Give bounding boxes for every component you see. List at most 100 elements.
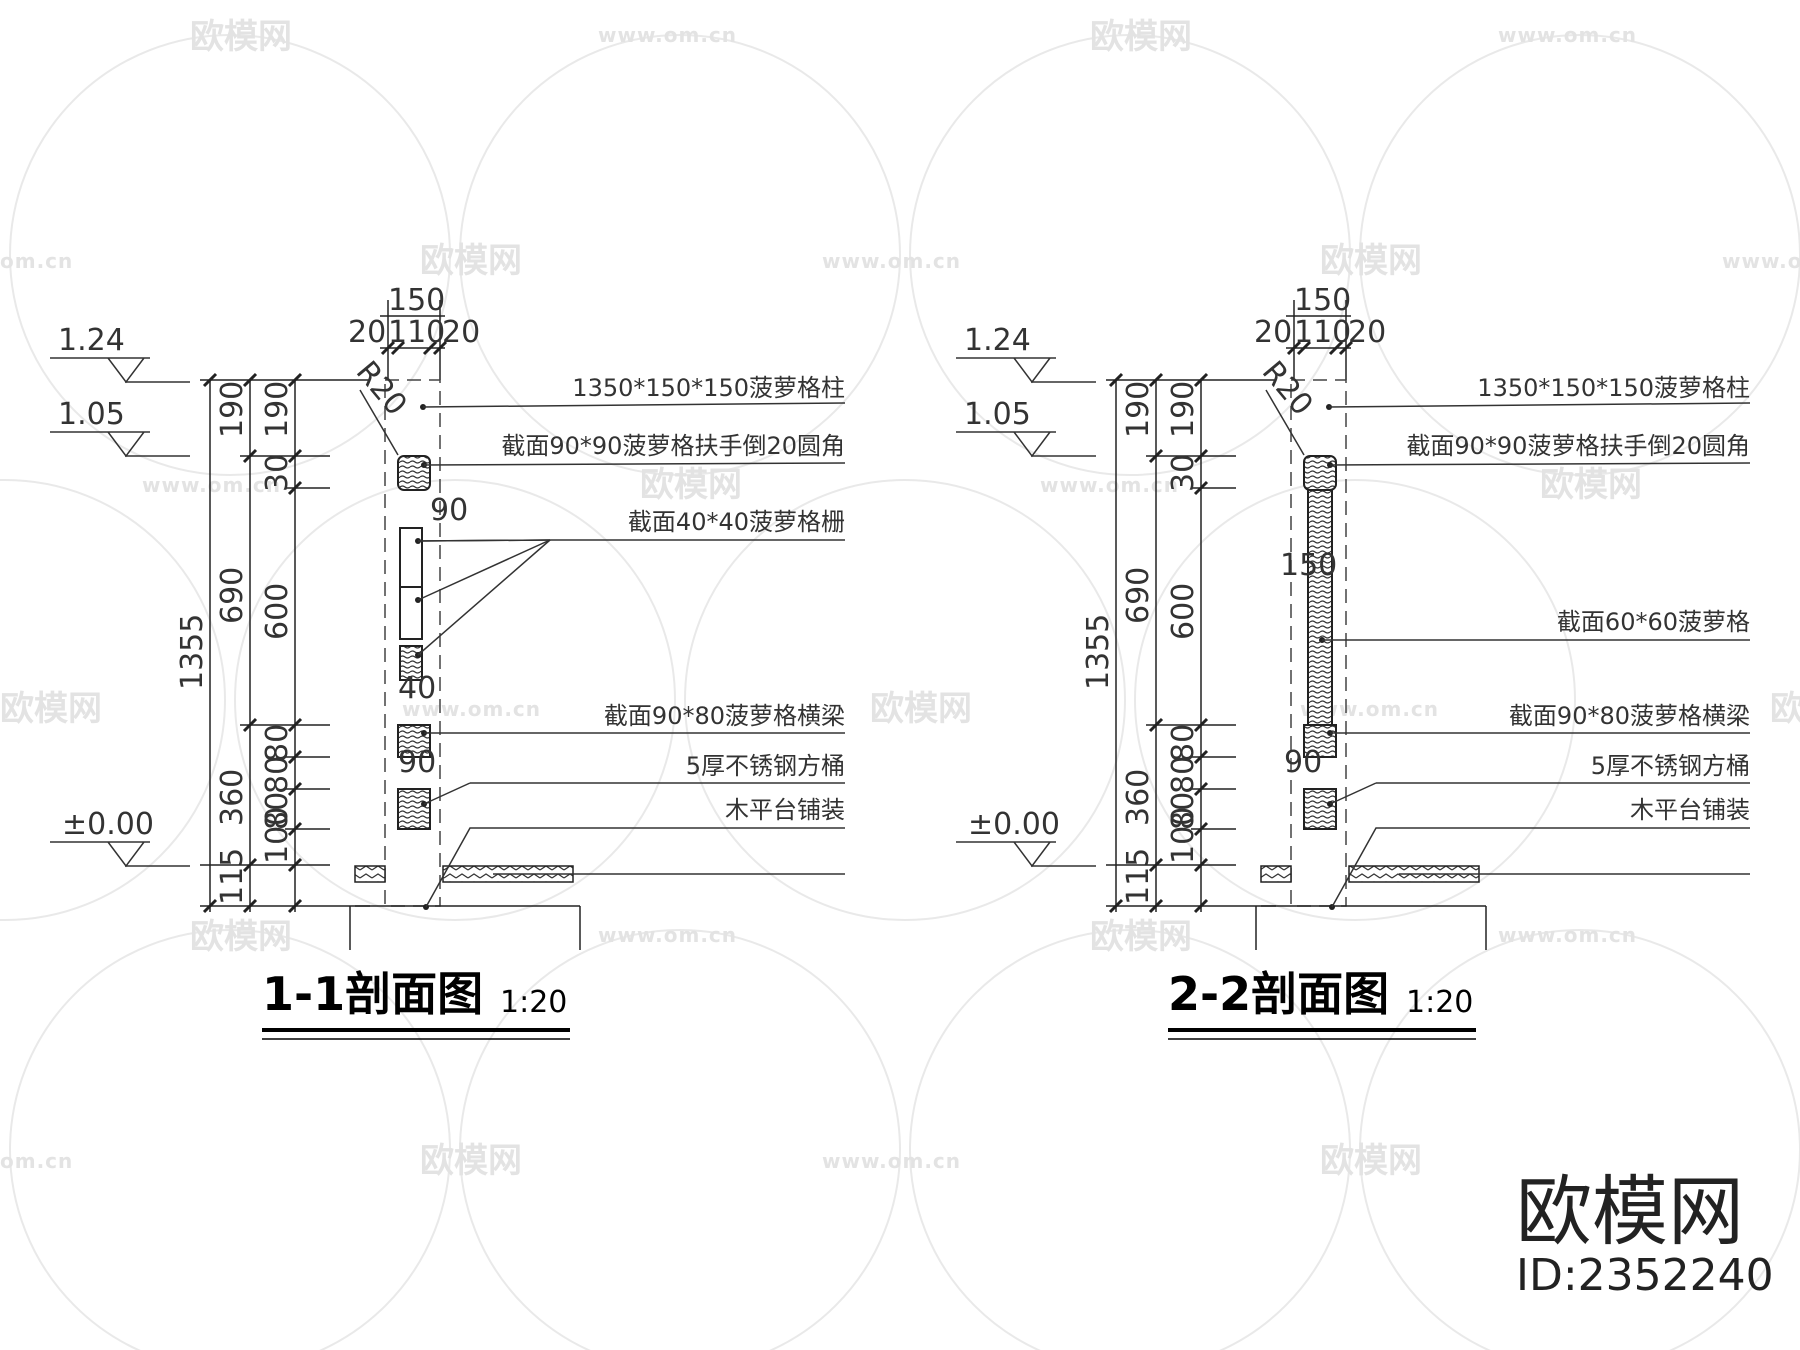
dim-label: 80 (260, 756, 295, 794)
note-beam: 截面90*80菠萝格横梁 (604, 702, 845, 730)
dim-inner: 90 (398, 745, 436, 780)
note-post: 1350*150*150菠萝格柱 (1477, 374, 1750, 402)
dim-top-width: 150 (1294, 283, 1351, 318)
watermark-text: 欧模网 (870, 689, 972, 729)
top-dimensions: 150 20 110 20 (348, 283, 480, 380)
dim-label: 600 (1166, 583, 1201, 640)
dim-inner: 90 (430, 493, 468, 528)
dim-label: 690 (215, 567, 250, 624)
dim-top-part: 110 (388, 315, 445, 350)
note-beam: 截面90*80菠萝格横梁 (1509, 702, 1750, 730)
watermark-texts: 欧模网 www.om.cn 欧模网 www.om.cn om.cn 欧模网 ww… (0, 17, 1800, 1181)
watermark-url: www.om.cn (598, 23, 737, 47)
note-post: 1350*150*150菠萝格柱 (572, 374, 845, 402)
watermark-text: 欧模网 (190, 917, 292, 957)
level-label: ±0.00 (62, 807, 154, 842)
dim-label: 30 (1166, 454, 1201, 492)
note-slat: 截面40*40菠萝格栅 (628, 508, 845, 536)
section-members: 90 40 90 (397, 404, 468, 910)
watermark-url: om.cn (0, 1149, 73, 1173)
section-1-1: 1.24 1.05 ±0.00 (50, 283, 846, 1040)
watermark-text: 欧模网 (1090, 917, 1192, 957)
vertical-slat (1307, 489, 1333, 726)
note-handrail: 截面90*90菠萝格扶手倒20圆角 (1406, 432, 1750, 460)
watermark-url: www.om.cn (1498, 23, 1637, 47)
dim-total: 1355 (1081, 614, 1116, 690)
dimension-chains (1106, 372, 1276, 914)
brand-stamp: 欧模网 ID:2352240 (1516, 1167, 1774, 1301)
section-title-text: 1-1剖面图 (262, 967, 483, 1021)
brand-id: ID:2352240 (1516, 1250, 1774, 1301)
level-label: ±0.00 (968, 807, 1060, 842)
note-slat: 截面60*60菠萝格 (1557, 608, 1750, 636)
dim-label: 190 (215, 381, 250, 438)
dim-label: 100 (260, 807, 295, 864)
dim-label: 80 (1166, 724, 1201, 762)
watermark-text: 欧模网 (1320, 241, 1422, 281)
callout-notes: 1350*150*150菠萝格柱 截面90*90菠萝格扶手倒20圆角 截面60*… (1406, 374, 1750, 824)
dim-label: 690 (1121, 567, 1156, 624)
section-title: 2-2剖面图 1:20 (1168, 967, 1476, 1040)
dim-top-part: 20 (442, 315, 480, 350)
dim-radius: R20 (349, 355, 414, 423)
section-scale: 1:20 (500, 985, 567, 1020)
dim-label: 190 (1166, 381, 1201, 438)
dim-label: 115 (1121, 848, 1156, 905)
watermark-text: 欧模网 (1540, 465, 1642, 505)
dim-inner: 90 (1284, 745, 1322, 780)
beam (397, 788, 431, 830)
deck-base (1255, 865, 1487, 950)
leader-lines (1322, 402, 1751, 908)
dim-total: 1355 (175, 614, 210, 690)
watermark-url: www.om.cn (598, 923, 737, 947)
beam (1303, 788, 1337, 830)
dim-label: 600 (260, 583, 295, 640)
watermark-url: om.cn (0, 249, 73, 273)
dim-label: 360 (215, 769, 250, 826)
dim-label: 80 (260, 792, 295, 830)
dim-label: 80 (1166, 792, 1201, 830)
dim-inner: 40 (398, 671, 436, 706)
dim-label: 80 (1166, 756, 1201, 794)
note-steel: 5厚不锈钢方桶 (1591, 752, 1750, 780)
watermark-circles (0, 34, 1800, 1350)
watermark-text: 欧模网 (640, 465, 742, 505)
dim-label: 360 (1121, 769, 1156, 826)
watermark-text: 欧模网 (1770, 689, 1800, 729)
vertical-dimension-labels: 1355 190 690 360 115 190 30 600 80 80 10… (1081, 381, 1201, 905)
dimension-chains (200, 372, 370, 914)
level-markers: 1.24 1.05 ±0.00 (50, 323, 190, 868)
watermark-url: www.om.cn (822, 249, 961, 273)
brand-name: 欧模网 (1516, 1167, 1744, 1256)
section-members: 150 90 (1280, 404, 1337, 910)
watermark-text: 欧模网 (0, 689, 102, 729)
dim-label: 190 (1121, 381, 1156, 438)
dim-inner: 150 (1280, 548, 1337, 583)
dim-label: 30 (260, 454, 295, 492)
watermark-url: www.om.cn (142, 473, 281, 497)
watermark-url: www.om.cn (1040, 473, 1179, 497)
callout-notes: 1350*150*150菠萝格柱 截面90*90菠萝格扶手倒20圆角 截面40*… (501, 374, 845, 824)
dim-label: 80 (260, 724, 295, 762)
dim-top-part: 110 (1294, 315, 1351, 350)
watermark-url: www.om.cn (822, 1149, 961, 1173)
note-deck: 木平台铺装 (725, 796, 845, 824)
watermark-text: 欧模网 (420, 1141, 522, 1181)
watermark-layer: 欧模网 www.om.cn 欧模网 www.om.cn om.cn 欧模网 ww… (0, 17, 1800, 1350)
watermark-url: www.om.cn (1722, 249, 1800, 273)
note-deck: 木平台铺装 (1630, 796, 1750, 824)
vertical-dimension-labels: 1355 190 690 360 115 190 30 600 80 80 10… (175, 381, 295, 905)
dim-radius: R20 (1255, 355, 1320, 423)
watermark-url: www.om.cn (402, 697, 541, 721)
dim-label: 100 (1166, 807, 1201, 864)
level-label: 1.24 (58, 323, 125, 358)
section-title: 1-1剖面图 1:20 (262, 967, 570, 1040)
section-scale: 1:20 (1406, 985, 1473, 1020)
watermark-url: www.om.cn (1498, 923, 1637, 947)
dim-label: 190 (260, 381, 295, 438)
leader-lines (417, 402, 846, 908)
level-label: 1.05 (964, 397, 1031, 432)
level-markers: 1.24 1.05 ±0.00 (956, 323, 1096, 868)
dim-top-part: 20 (1348, 315, 1386, 350)
